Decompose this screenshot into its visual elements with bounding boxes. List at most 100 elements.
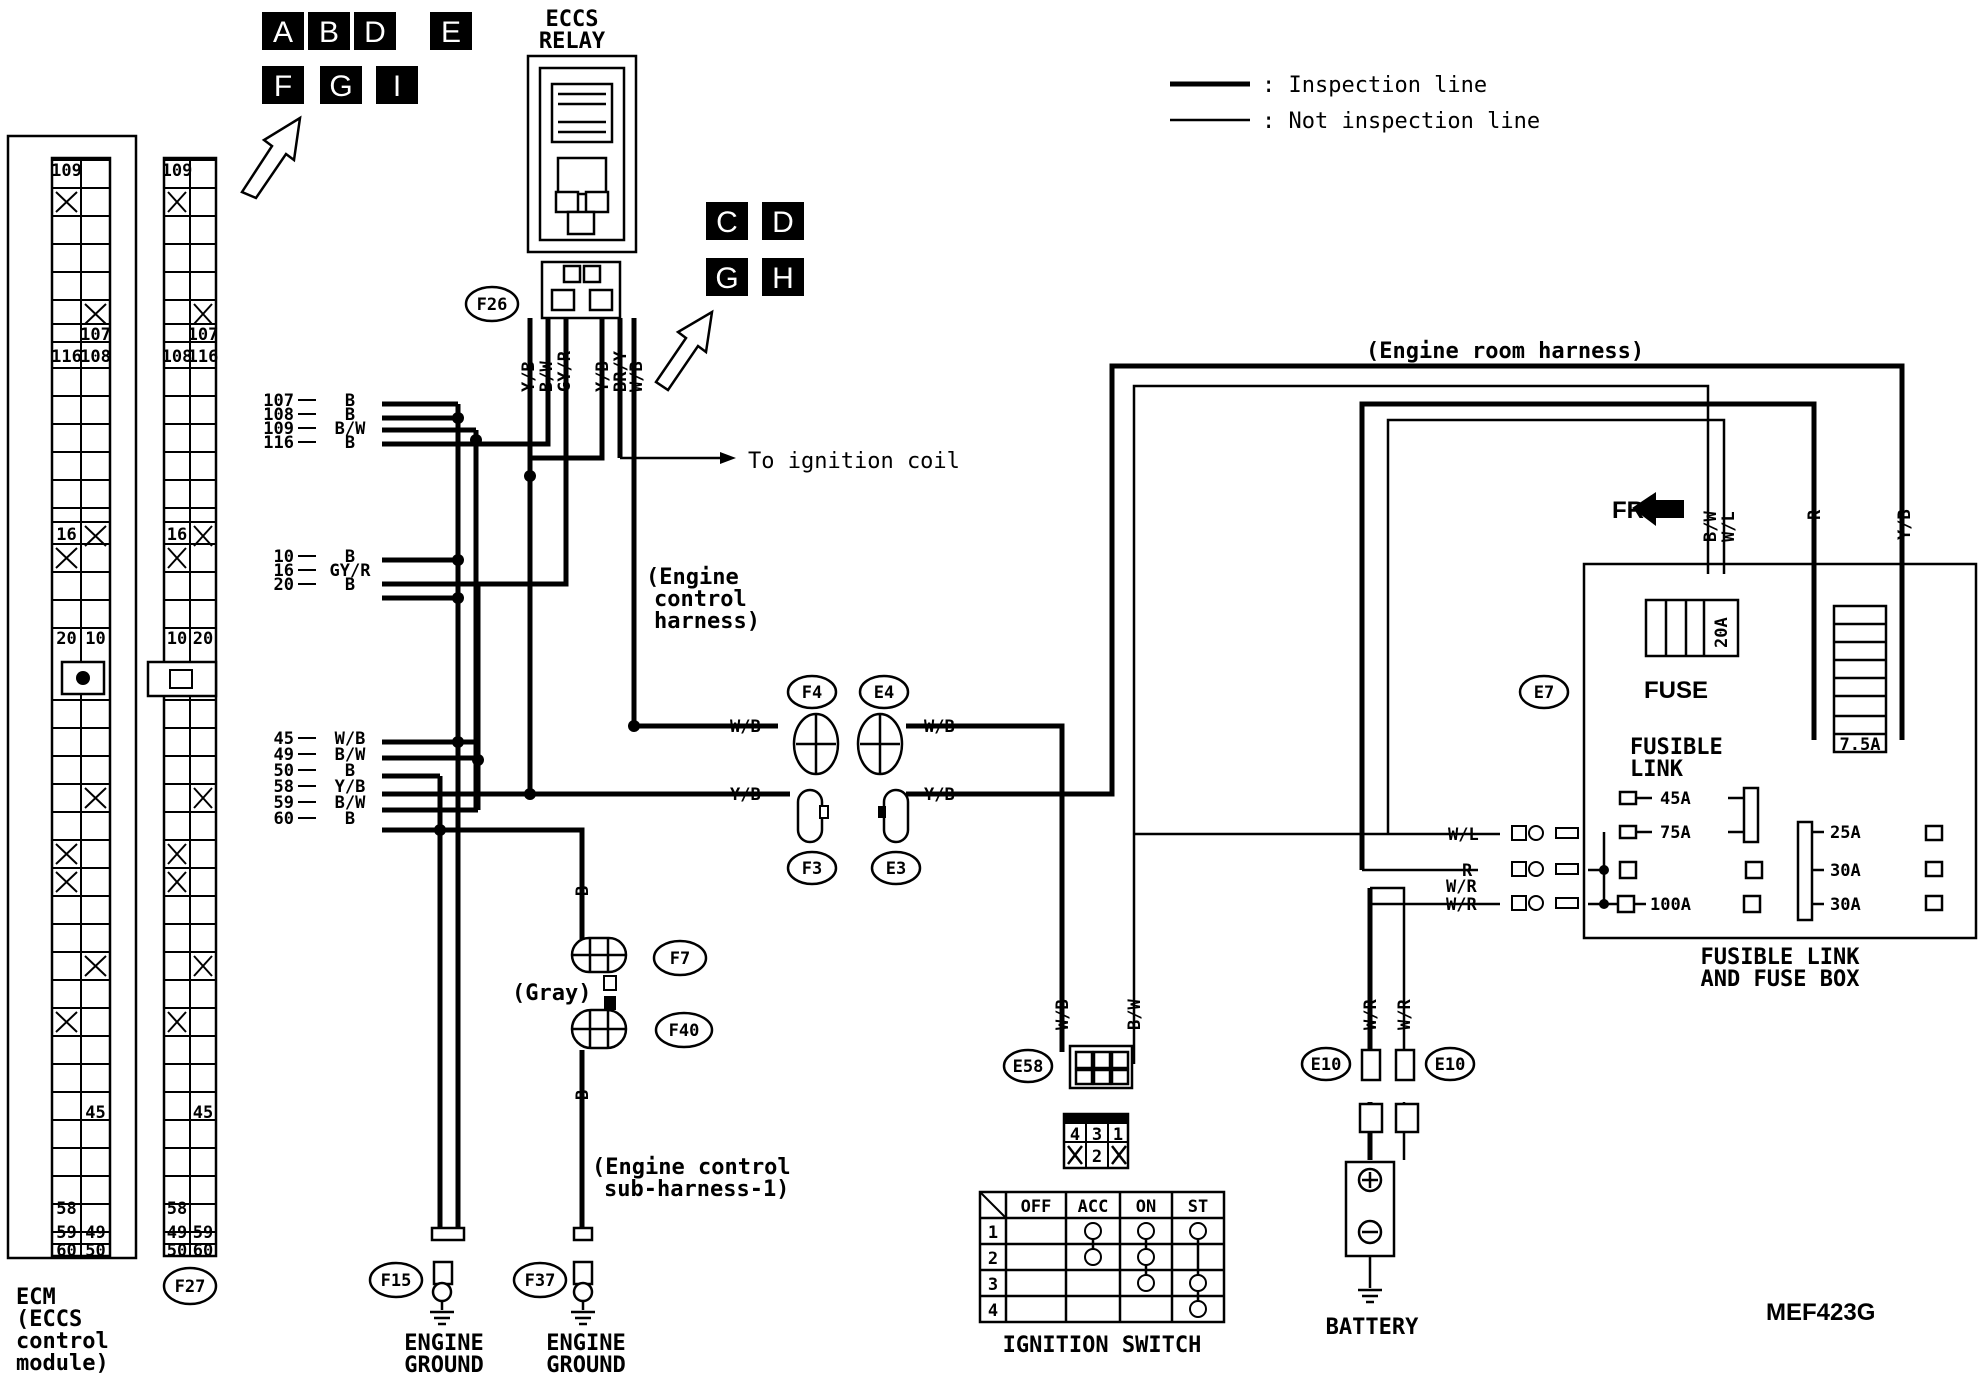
ecm-cavity-number: 116 — [51, 347, 82, 367]
e10-connector-tag-left[interactable]: E10 — [1311, 1055, 1342, 1075]
ign-row-4: 4 — [988, 1301, 998, 1321]
f7-connector-tag[interactable]: F7 — [670, 949, 690, 969]
tag-e[interactable]: E — [441, 16, 461, 49]
yb-left-label: Y/B — [730, 785, 761, 805]
fusible-link-1: FUSIBLE — [1630, 735, 1723, 760]
f27-cavity-number: 108 — [162, 347, 193, 367]
e4-connector-tag[interactable]: E4 — [874, 683, 894, 703]
f27-empty-cavity — [167, 547, 187, 569]
ign-pin-2: 2 — [1092, 1147, 1102, 1167]
tag-c[interactable]: C — [716, 206, 738, 239]
ecm-empty-cavity — [84, 955, 107, 977]
ecm-cavity-number: 16 — [56, 525, 76, 545]
tag-f[interactable]: F — [274, 70, 292, 103]
ecm-cavity-number: 109 — [51, 161, 82, 181]
legend-not-inspection: : Not inspection line — [1262, 109, 1540, 134]
tag-g[interactable]: G — [329, 70, 352, 103]
term-wr-lower: W/R — [1446, 895, 1477, 915]
wb-left-label: W/B — [730, 717, 761, 737]
f27-empty-cavity — [193, 525, 213, 547]
tag-g2[interactable]: G — [715, 262, 738, 295]
f26-connector: F26 — [464, 260, 622, 323]
f27-cavity-number: 45 — [193, 1103, 213, 1123]
f15-connector-tag[interactable]: F15 — [381, 1271, 412, 1291]
ecm-cavity-number: 45 — [85, 1103, 105, 1123]
tag-d[interactable]: D — [364, 16, 386, 49]
ecm-empty-cavity — [55, 191, 78, 213]
ign-bw-label: B/W — [1125, 999, 1145, 1030]
f27-empty-cavity — [193, 787, 213, 809]
ign-pin-1: 1 — [1113, 1125, 1123, 1145]
e10-connector-tag-right[interactable]: E10 — [1435, 1055, 1466, 1075]
tag-b[interactable]: B — [319, 16, 339, 49]
pin-number: 109 — [263, 419, 294, 439]
pin-number: 50 — [274, 761, 294, 781]
pin-number: 116 — [263, 433, 294, 453]
ecm-empty-cavity — [84, 303, 107, 325]
relay-wire-labels: Y/B B/W GY/R Y/B BR/Y W/B — [519, 350, 647, 392]
link-30a-1: 30A — [1830, 861, 1861, 881]
ecm-empty-cavity — [55, 871, 78, 893]
engine-ground-f37: F37 ENGINE GROUND — [512, 1226, 626, 1378]
e7-connector-tag[interactable]: E7 — [1534, 683, 1554, 703]
link-75a: 75A — [1660, 823, 1691, 843]
link-30a-2: 30A — [1830, 895, 1861, 915]
ecm-empty-cavity — [55, 1011, 78, 1033]
f27-cavity-number: 59 — [193, 1223, 213, 1243]
ecm-cavity-number: 108 — [80, 347, 111, 367]
f27-cavity-number: 10 — [167, 629, 187, 649]
ign-col-on: ON — [1136, 1197, 1156, 1217]
fuse-label: FUSE — [1644, 677, 1708, 704]
relay-title-1: ECCS — [546, 7, 599, 32]
pin-wire-color: B/W — [335, 793, 366, 813]
engine-ground-2-line2: GROUND — [546, 1353, 625, 1378]
bat-wr-left: W/R — [1361, 999, 1381, 1030]
engine-control-harness-2: control — [654, 587, 747, 612]
engine-control-harness-3: harness) — [654, 609, 760, 634]
arrow-to-tags-mid — [654, 309, 714, 392]
ecm-label-2: (ECCS — [16, 1307, 82, 1332]
term-wr-upper: W/R — [1446, 877, 1477, 897]
f4-connector-tag[interactable]: F4 — [802, 683, 822, 703]
engine-control-sub-1: (Engine control — [592, 1155, 791, 1180]
top-r-label: R — [1805, 509, 1825, 520]
f37-connector-tag[interactable]: F37 — [525, 1271, 556, 1291]
eccs-relay: ECCS RELAY — [526, 7, 638, 254]
bat-wr-right: W/R — [1395, 999, 1415, 1030]
ign-col-st: ST — [1188, 1197, 1208, 1217]
pin-wire-color: Y/B — [335, 777, 366, 797]
f27-cavity-number: 107 — [188, 325, 219, 345]
battery-label: BATTERY — [1326, 1315, 1419, 1340]
f3-connector-tag[interactable]: F3 — [802, 859, 822, 879]
ecm-empty-cavity — [84, 787, 107, 809]
engine-ground-1-line2: GROUND — [404, 1353, 483, 1378]
top-yb-label: Y/B — [1895, 509, 1915, 540]
pin-wire-color: B — [345, 809, 355, 829]
f3-e3-connector-pair: Y/B Y/B F3 E3 — [730, 785, 955, 886]
f40-connector-tag[interactable]: F40 — [669, 1021, 700, 1041]
f27-cavity-number: 109 — [162, 161, 193, 181]
term-r-label: R — [1462, 861, 1473, 881]
tag-i[interactable]: I — [393, 70, 401, 103]
f27-empty-cavity — [193, 303, 213, 325]
ecm-cavity-number: 49 — [85, 1223, 105, 1243]
tag-d2[interactable]: D — [772, 206, 794, 239]
f27-connector-tag[interactable]: F27 — [175, 1277, 206, 1297]
f27-cavity-number: 20 — [193, 629, 213, 649]
e58-connector-tag[interactable]: E58 — [1013, 1057, 1044, 1077]
to-ignition-coil-label: To ignition coil — [748, 449, 960, 474]
pin-wire-color: B/W — [335, 419, 366, 439]
b-label-upper: B — [573, 886, 593, 896]
ign-wb-label: W/B — [1053, 999, 1073, 1030]
f4-e4-connector-pair: W/B W/B F4 E4 — [730, 674, 955, 776]
fusible-link-2: LINK — [1630, 757, 1684, 782]
f26-connector-tag[interactable]: F26 — [477, 295, 508, 315]
yb-right-label: Y/B — [924, 785, 955, 805]
ecm-label-3: control — [16, 1329, 109, 1354]
tag-a[interactable]: A — [273, 16, 293, 49]
tag-h[interactable]: H — [772, 262, 794, 295]
e3-connector-tag[interactable]: E3 — [886, 859, 906, 879]
